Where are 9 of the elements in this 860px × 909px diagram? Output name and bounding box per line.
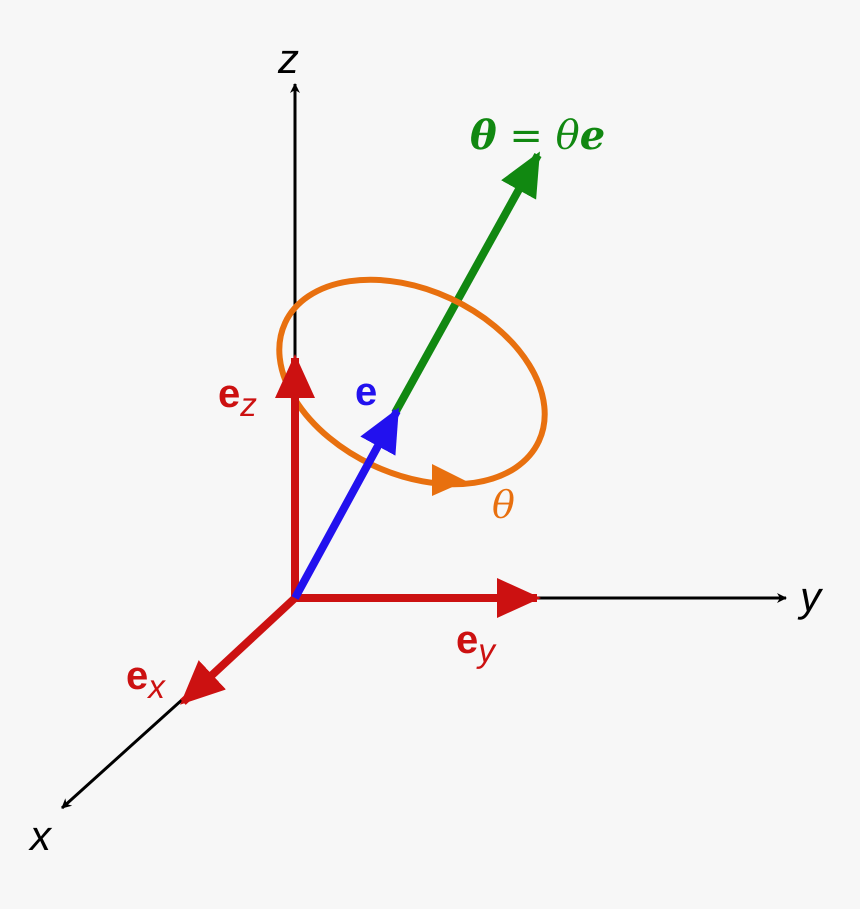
angle-label: θ <box>492 486 515 524</box>
vector-label: e <box>355 372 378 412</box>
formula-label: θ = θe <box>470 116 606 156</box>
axis-label: y <box>800 576 821 618</box>
vector-label: e$_{y}$ <box>456 620 495 668</box>
vector-label: e$_{x}$ <box>126 656 165 704</box>
axis-label: z <box>278 38 299 80</box>
vector-label: e$_{z}$ <box>218 374 257 422</box>
axis-label: x <box>30 815 51 857</box>
